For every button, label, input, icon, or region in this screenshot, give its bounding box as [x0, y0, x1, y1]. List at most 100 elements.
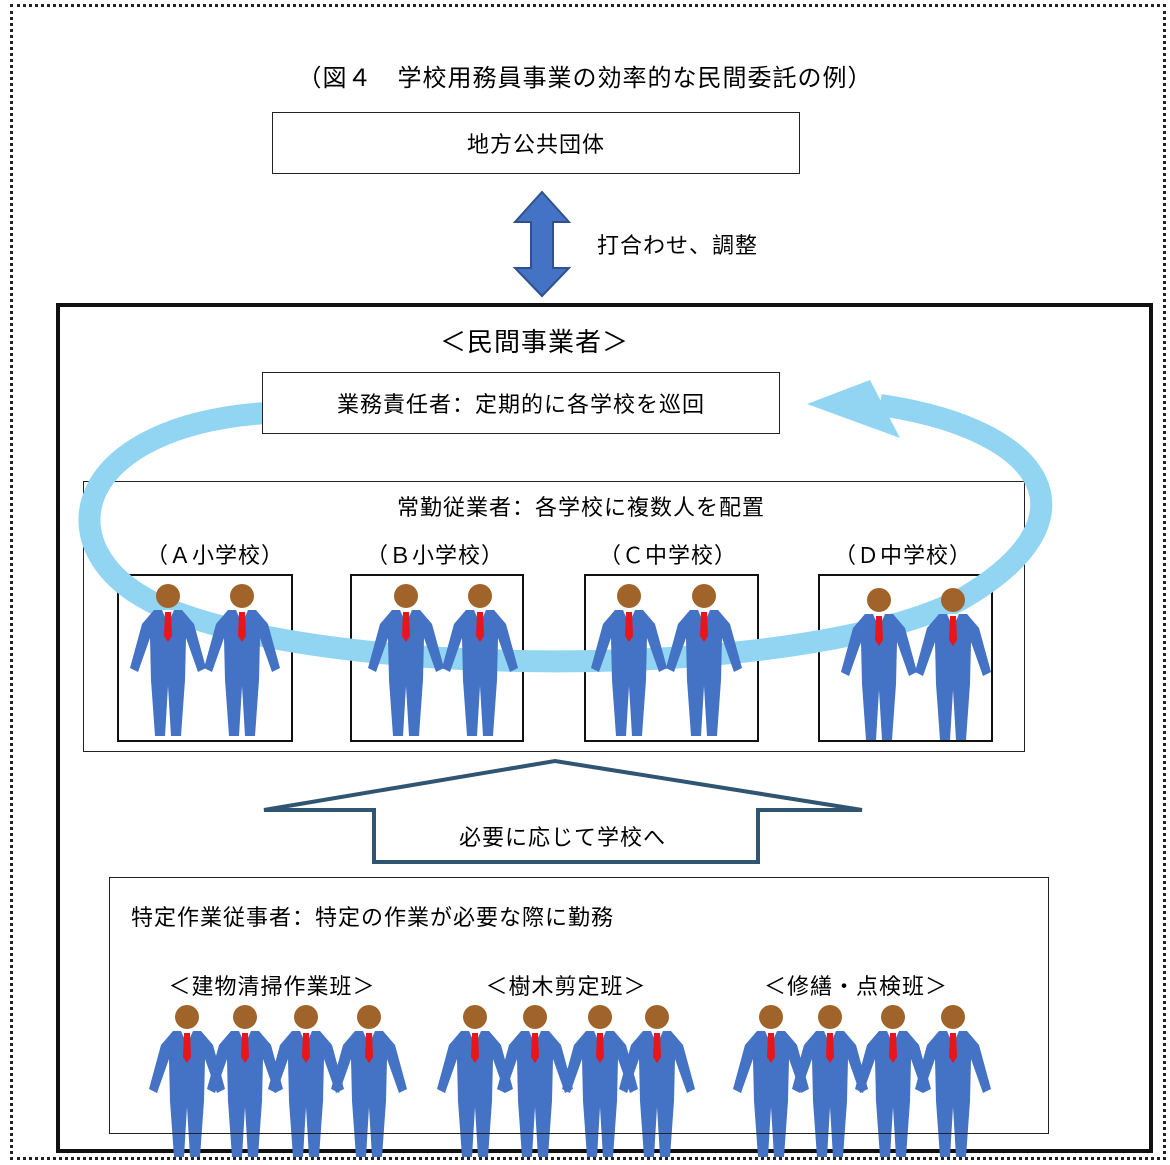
person-head-icon — [617, 584, 641, 608]
school-staff-person — [915, 588, 991, 740]
person-tie-icon — [875, 616, 883, 646]
person-head-icon — [394, 584, 418, 608]
person-suit-icon — [666, 610, 742, 736]
government-box: 地方公共団体 — [272, 112, 800, 174]
person-head-icon — [175, 1005, 199, 1029]
school-staff-person — [442, 584, 518, 736]
figure-frame — [10, 4, 1166, 1160]
person-suit-icon — [149, 1031, 225, 1157]
school-staff-person — [204, 584, 280, 736]
person-tie-icon — [949, 616, 957, 646]
team-staff-person — [562, 1005, 638, 1157]
person-head-icon — [867, 588, 891, 612]
person-suit-icon — [915, 614, 991, 740]
person-head-icon — [941, 1005, 965, 1029]
person-suit-icon — [733, 1031, 809, 1157]
special-staff-box — [109, 877, 1049, 1134]
person-tie-icon — [826, 1033, 834, 1063]
person-suit-icon — [619, 1031, 695, 1157]
team-staff-person — [331, 1005, 407, 1157]
person-head-icon — [941, 588, 965, 612]
person-head-icon — [357, 1005, 381, 1029]
school-label-a: （Ａ小学校） — [145, 544, 284, 569]
person-tie-icon — [767, 1033, 775, 1063]
person-suit-icon — [497, 1031, 573, 1157]
person-head-icon — [233, 1005, 257, 1029]
person-suit-icon — [204, 610, 280, 736]
person-tie-icon — [471, 1033, 479, 1063]
person-tie-icon — [164, 612, 172, 642]
person-head-icon — [588, 1005, 612, 1029]
person-head-icon — [759, 1005, 783, 1029]
person-suit-icon — [792, 1031, 868, 1157]
person-head-icon — [230, 584, 254, 608]
person-suit-icon — [591, 610, 667, 736]
team-staff-person — [437, 1005, 513, 1157]
person-tie-icon — [183, 1033, 191, 1063]
person-tie-icon — [365, 1033, 373, 1063]
person-suit-icon — [442, 610, 518, 736]
school-box-d — [818, 574, 993, 742]
person-tie-icon — [889, 1033, 897, 1063]
special-staff-label: 特定作業従事者：特定の作業が必要な際に勤務 — [131, 906, 615, 931]
school-staff-person — [666, 584, 742, 736]
school-label-c: （Ｃ中学校） — [598, 544, 737, 569]
person-tie-icon — [302, 1033, 310, 1063]
person-suit-icon — [331, 1031, 407, 1157]
person-tie-icon — [596, 1033, 604, 1063]
person-head-icon — [818, 1005, 842, 1029]
dispatch-label: 必要に応じて学校へ — [459, 826, 667, 851]
dispatch-up-arrow-icon — [263, 758, 863, 864]
person-head-icon — [692, 584, 716, 608]
regular-staff-box — [83, 481, 1025, 752]
person-suit-icon — [855, 1031, 931, 1157]
person-head-icon — [294, 1005, 318, 1029]
manager-label: 業務責任者：定期的に各学校を巡回 — [336, 393, 705, 418]
patrol-cycle-arrow-icon — [78, 394, 1053, 673]
team-staff-figures — [149, 1005, 991, 1157]
school-label-d: （Ｄ中学校） — [833, 544, 972, 569]
person-head-icon — [463, 1005, 487, 1029]
person-head-icon — [468, 584, 492, 608]
person-suit-icon — [915, 1031, 991, 1157]
person-suit-icon — [130, 610, 206, 736]
team-label-cleaning: ＜建物清掃作業班＞ — [168, 975, 376, 1000]
person-head-icon — [523, 1005, 547, 1029]
team-staff-person — [915, 1005, 991, 1157]
person-head-icon — [881, 1005, 905, 1029]
person-tie-icon — [700, 612, 708, 642]
government-label: 地方公共団体 — [466, 133, 605, 158]
team-staff-person — [855, 1005, 931, 1157]
private-operator-label: ＜民間事業者＞ — [440, 328, 630, 358]
school-box-a — [117, 574, 293, 742]
coordination-label: 打合わせ、調整 — [597, 234, 759, 259]
school-staff-figures — [130, 584, 991, 740]
school-label-b: （Ｂ小学校） — [365, 544, 504, 569]
figure-title: （図４ 学校用務員事業の効率的な民間委託の例） — [297, 64, 873, 92]
person-tie-icon — [402, 612, 410, 642]
person-suit-icon — [841, 614, 917, 740]
person-tie-icon — [949, 1033, 957, 1063]
team-label-pruning: ＜樹木剪定班＞ — [485, 975, 647, 1000]
person-tie-icon — [238, 612, 246, 642]
person-suit-icon — [207, 1031, 283, 1157]
person-suit-icon — [562, 1031, 638, 1157]
person-tie-icon — [653, 1033, 661, 1063]
team-staff-person — [268, 1005, 344, 1157]
person-tie-icon — [241, 1033, 249, 1063]
person-head-icon — [645, 1005, 669, 1029]
team-staff-person — [207, 1005, 283, 1157]
person-tie-icon — [476, 612, 484, 642]
school-staff-person — [591, 584, 667, 736]
school-staff-person — [368, 584, 444, 736]
person-suit-icon — [368, 610, 444, 736]
double-arrow-icon — [512, 190, 572, 298]
team-staff-person — [733, 1005, 809, 1157]
regular-staff-label: 常勤従業者：各学校に複数人を配置 — [397, 496, 766, 521]
manager-box: 業務責任者：定期的に各学校を巡回 — [262, 372, 780, 434]
patrol-cycle-arrowhead-icon — [807, 380, 900, 438]
team-staff-person — [149, 1005, 225, 1157]
person-head-icon — [156, 584, 180, 608]
